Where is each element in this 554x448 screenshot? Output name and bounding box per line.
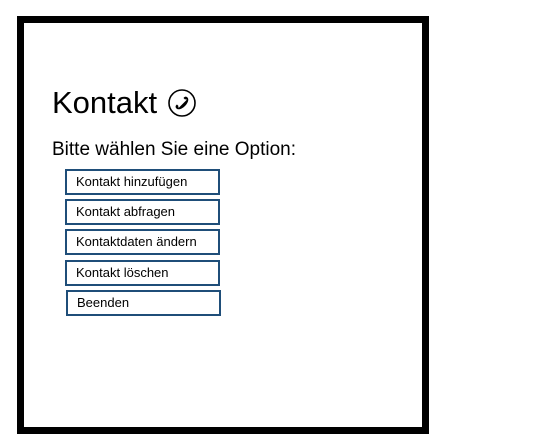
exit-button[interactable]: Beenden (66, 290, 221, 316)
prompt-text: Bitte wählen Sie eine Option: (52, 139, 296, 160)
title-row: Kontakt (52, 83, 197, 123)
edit-contact-button[interactable]: Kontaktdaten ändern (65, 229, 220, 255)
delete-contact-button[interactable]: Kontakt löschen (65, 260, 220, 286)
query-contact-button[interactable]: Kontakt abfragen (65, 199, 220, 225)
phone-icon (167, 88, 197, 118)
contact-window: Kontakt Bitte wählen Sie eine Option: Ko… (17, 16, 429, 434)
page-title: Kontakt (52, 85, 158, 120)
add-contact-button[interactable]: Kontakt hinzufügen (65, 169, 220, 195)
